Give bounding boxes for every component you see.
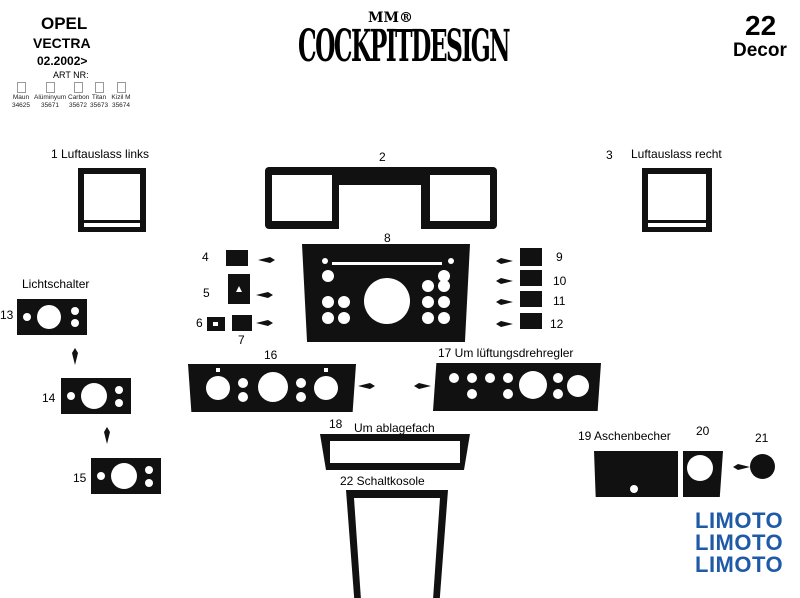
part-4-label: 4 bbox=[202, 250, 209, 264]
variant-name: Alüminyum bbox=[34, 94, 67, 101]
variant-swatch bbox=[94, 82, 104, 93]
variant-item: Kizil M 35674 bbox=[110, 82, 132, 109]
part-9-button-cover bbox=[520, 248, 542, 266]
variant-code: 35672 bbox=[68, 101, 88, 109]
pointer-arrow-icon bbox=[104, 427, 110, 444]
lichtschalter-label: Lichtschalter bbox=[22, 277, 90, 291]
part-17-label: 17 Um lüftungsdrehregler bbox=[438, 346, 574, 360]
part-17-ventilation-panel bbox=[433, 363, 601, 411]
part-9-label: 9 bbox=[556, 250, 563, 264]
part-5-hazard-button-cover bbox=[228, 274, 250, 304]
set-label: Decor bbox=[733, 40, 787, 61]
variant-name: Kizil M bbox=[111, 94, 131, 101]
part-1-label: 1 Luftauslass links bbox=[51, 147, 150, 161]
variant-code: 35673 bbox=[90, 101, 109, 109]
part-21-round-cover bbox=[750, 454, 775, 479]
variant-swatch bbox=[73, 82, 83, 93]
part-18-label: Um ablagefach bbox=[354, 421, 435, 435]
variant-list: Maun 34625 Alüminyum 35671 Carbon 35672 … bbox=[10, 82, 132, 109]
part-11-button-cover bbox=[520, 291, 542, 307]
part-8-label: 8 bbox=[384, 231, 391, 245]
part-8-center-console-panel bbox=[302, 244, 470, 342]
variant-swatch bbox=[16, 82, 26, 93]
part-11-label: 11 bbox=[553, 294, 566, 308]
part-13-light-switch-cover bbox=[17, 299, 87, 335]
limoto-watermark: LIMOTO bbox=[695, 552, 784, 577]
part-18-number: 18 bbox=[329, 417, 343, 431]
pointer-arrow-icon bbox=[258, 257, 275, 263]
variant-code: 34625 bbox=[11, 101, 31, 109]
part-20-cover bbox=[683, 451, 723, 497]
part-10-button-cover bbox=[520, 270, 542, 286]
part-14-label: 14 bbox=[42, 391, 56, 405]
pointer-arrow-icon bbox=[358, 383, 375, 389]
part-22-label: 22 Schaltkosole bbox=[340, 474, 425, 488]
vehicle-model: VECTRA bbox=[33, 35, 91, 51]
part-4-button-cover bbox=[226, 250, 248, 266]
variant-item: Titan 35673 bbox=[90, 82, 108, 109]
part-16-label: 16 bbox=[264, 348, 278, 362]
variant-name: Titan bbox=[91, 94, 107, 101]
part-15-label: 15 bbox=[73, 471, 87, 485]
brand-logo: COCKPITDESIGN bbox=[298, 22, 511, 73]
pointer-arrow-icon bbox=[496, 278, 513, 284]
part-21-label: 21 bbox=[755, 431, 769, 445]
variant-code: 35671 bbox=[40, 101, 60, 109]
part-7-small-cover bbox=[232, 315, 252, 331]
part-19-label: 19 Aschenbecher bbox=[578, 429, 671, 443]
part-16-climate-panel bbox=[188, 364, 356, 412]
part-1-left-vent-frame bbox=[78, 168, 146, 232]
pointer-arrow-icon bbox=[496, 321, 513, 327]
part-2-label: 2 bbox=[379, 150, 386, 164]
part-2-center-vent-frame bbox=[265, 167, 497, 229]
art-nr-label: ART NR: bbox=[53, 70, 89, 80]
part-18-storage-frame bbox=[320, 434, 470, 470]
variant-name: Maun bbox=[12, 94, 30, 101]
variant-name: Carbon bbox=[68, 94, 90, 101]
part-5-label: 5 bbox=[203, 286, 210, 300]
pointer-arrow-icon bbox=[72, 348, 78, 365]
pointer-arrow-icon bbox=[733, 464, 750, 470]
part-6-small-cover bbox=[207, 317, 225, 331]
pointer-arrow-icon bbox=[496, 258, 513, 264]
limoto-watermark: LIMOTO bbox=[695, 530, 784, 555]
part-20-label: 20 bbox=[696, 424, 710, 438]
part-19-ashtray-cover bbox=[594, 451, 678, 497]
pointer-arrow-icon bbox=[256, 320, 273, 326]
variant-item: Carbon 35672 bbox=[68, 82, 90, 109]
pointer-arrow-icon bbox=[414, 383, 431, 389]
part-12-label: 12 bbox=[550, 317, 564, 331]
variant-item: Maun 34625 bbox=[10, 82, 32, 109]
brand-mark: MM® bbox=[368, 10, 413, 26]
part-10-label: 10 bbox=[553, 274, 567, 288]
pointer-arrow-icon bbox=[256, 292, 273, 298]
vehicle-make: OPEL bbox=[41, 14, 88, 33]
part-22-shift-console-frame bbox=[346, 490, 448, 598]
part-3-number: 3 bbox=[606, 148, 613, 162]
vehicle-year: 02.2002> bbox=[37, 54, 88, 68]
part-13-label: 13 bbox=[0, 308, 14, 322]
variant-code: 35674 bbox=[111, 101, 131, 109]
variant-swatch bbox=[45, 82, 55, 93]
variant-item: Alüminyum 35671 bbox=[34, 82, 66, 109]
variant-swatch bbox=[116, 82, 126, 93]
part-14-switch-cover bbox=[61, 378, 131, 414]
part-15-switch-cover bbox=[91, 458, 161, 494]
limoto-watermark: LIMOTO bbox=[695, 508, 784, 533]
part-3-right-vent-frame bbox=[642, 168, 712, 232]
part-6-label: 6 bbox=[196, 316, 203, 330]
set-number: 22 bbox=[745, 10, 777, 41]
part-3-label: Luftauslass recht bbox=[631, 147, 722, 161]
part-7-label: 7 bbox=[238, 333, 245, 347]
part-12-button-cover bbox=[520, 313, 542, 329]
pointer-arrow-icon bbox=[496, 299, 513, 305]
